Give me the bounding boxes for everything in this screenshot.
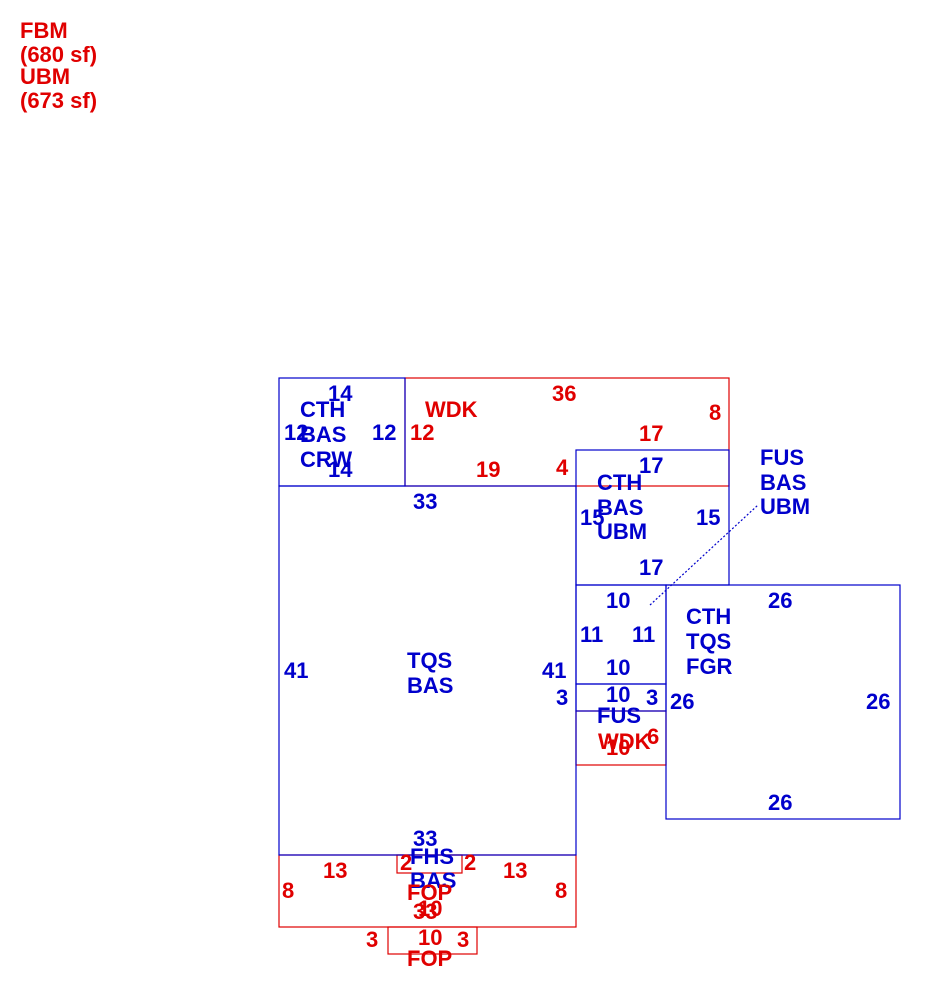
dim-label: 10 xyxy=(606,735,630,760)
dim-label: 17 xyxy=(639,453,663,478)
dim-label: 8 xyxy=(709,400,721,425)
dim-label: 12 xyxy=(284,420,308,445)
dim-label: 3 xyxy=(646,685,658,710)
dim-label: 8 xyxy=(555,878,567,903)
dim-label: 3 xyxy=(556,685,568,710)
dim-label: 26 xyxy=(670,689,694,714)
area-label: UBM xyxy=(760,494,810,519)
area-label: CTH xyxy=(686,604,731,629)
area-label: FGR xyxy=(686,654,733,679)
dim-label: 26 xyxy=(866,689,890,714)
dim-label: 10 xyxy=(606,682,630,707)
connector-lower-outline xyxy=(575,683,667,712)
legend-fbm: FBM xyxy=(20,18,68,43)
dim-label: 3 xyxy=(366,927,378,952)
dim-label: 33 xyxy=(413,826,437,851)
dim-label: 33 xyxy=(413,489,437,514)
area-label: TQS xyxy=(686,629,731,654)
dim-label: 10 xyxy=(418,896,442,921)
area-label: WDK xyxy=(425,397,478,422)
dim-label: 19 xyxy=(476,457,500,482)
area-label: FUS xyxy=(597,703,641,728)
area-label: FOP xyxy=(407,880,452,905)
dim-label: 26 xyxy=(768,588,792,613)
dim-label: 10 xyxy=(418,925,442,950)
fop-step-outline xyxy=(387,926,478,955)
dim-label: 2 xyxy=(400,850,412,875)
dim-label: 14 xyxy=(328,381,353,406)
dim-label: 15 xyxy=(696,505,720,530)
area-label: CTH xyxy=(300,397,345,422)
area-label: BAS xyxy=(410,868,456,893)
fus-leader-line xyxy=(649,504,759,606)
dim-label: 15 xyxy=(580,505,604,530)
dim-label: 11 xyxy=(632,622,655,647)
dim-label: 10 xyxy=(606,588,630,613)
area-label: FHS xyxy=(410,844,454,869)
dim-label: 17 xyxy=(639,555,663,580)
area-label: FUS xyxy=(760,445,804,470)
legend-fbm-area: (680 sf) xyxy=(20,42,98,67)
area-label: CTH xyxy=(597,470,642,495)
area-label: BAS xyxy=(300,422,346,447)
dim-label: 26 xyxy=(768,790,792,815)
dim-label: 6 xyxy=(647,724,659,749)
dim-label: 4 xyxy=(556,455,569,480)
area-label: BAS xyxy=(407,673,453,698)
dim-label: 36 xyxy=(552,381,576,406)
dim-label: 10 xyxy=(606,655,630,680)
dim-label: 41 xyxy=(542,658,566,683)
dim-label: 8 xyxy=(282,878,294,903)
area-label: FOP xyxy=(407,946,452,971)
area-label: BAS xyxy=(597,495,643,520)
dim-label: 12 xyxy=(372,420,396,445)
dim-label: 17 xyxy=(639,421,663,446)
dim-label: 33 xyxy=(413,899,437,924)
dim-label: 2 xyxy=(464,850,476,875)
dim-label: 41 xyxy=(284,658,308,683)
dim-label: 14 xyxy=(328,457,353,482)
dim-label: 12 xyxy=(410,420,434,445)
legend-ubm: UBM xyxy=(20,64,71,89)
area-label: TQS xyxy=(407,648,452,673)
dim-label: 13 xyxy=(323,858,347,883)
dim-label: 11 xyxy=(580,622,603,647)
legend-ubm-area: (673 sf) xyxy=(20,88,98,113)
area-label: UBM xyxy=(597,519,647,544)
dim-label: 13 xyxy=(503,858,527,883)
area-label: BAS xyxy=(760,470,806,495)
area-label: CRW xyxy=(300,447,352,472)
area-label: WDK xyxy=(598,729,651,754)
dim-label: 3 xyxy=(457,927,469,952)
